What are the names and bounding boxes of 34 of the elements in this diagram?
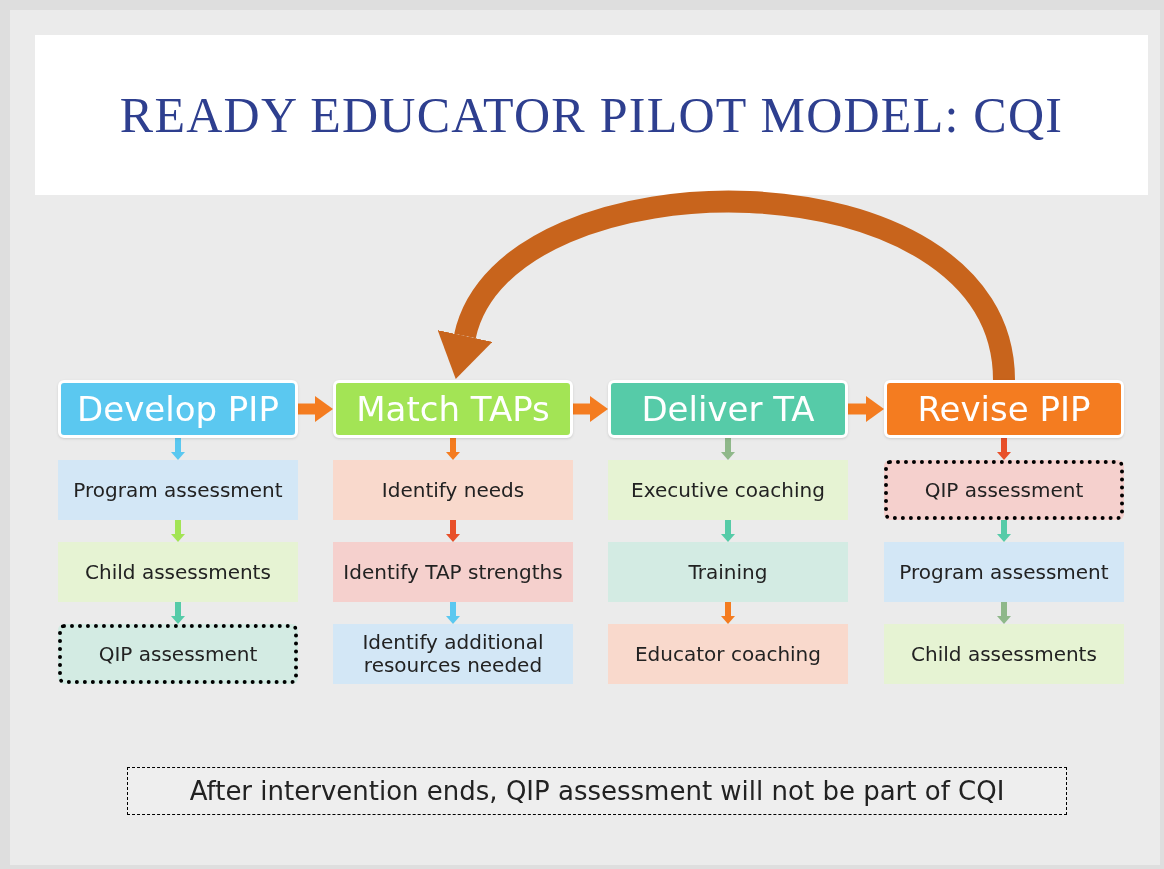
arrow — [721, 602, 735, 624]
arrow — [848, 396, 884, 422]
arrow — [446, 438, 460, 460]
arrow — [997, 520, 1011, 542]
task-box: Identify needs — [333, 460, 573, 520]
task-box: Program assessment — [884, 542, 1124, 602]
arrow — [439, 191, 1015, 382]
task-box: Training — [608, 542, 848, 602]
task-box: QIP assessment — [884, 460, 1124, 520]
step-header: Match TAPs — [333, 380, 573, 438]
arrow — [446, 602, 460, 624]
task-box: Program assessment — [58, 460, 298, 520]
arrow — [997, 602, 1011, 624]
arrow — [446, 520, 460, 542]
task-box: Child assessments — [884, 624, 1124, 684]
task-box: Identify TAP strengths — [333, 542, 573, 602]
arrow — [171, 602, 185, 624]
arrow — [171, 438, 185, 460]
slide-title: READY EDUCATOR PILOT MODEL: CQI — [119, 85, 1064, 145]
arrow — [721, 438, 735, 460]
arrow — [721, 520, 735, 542]
task-box: QIP assessment — [58, 624, 298, 684]
task-box: Executive coaching — [608, 460, 848, 520]
arrow — [997, 438, 1011, 460]
arrow — [573, 396, 608, 422]
step-header: Develop PIP — [58, 380, 298, 438]
arrow — [171, 520, 185, 542]
step-header: Deliver TA — [608, 380, 848, 438]
arrow — [298, 396, 333, 422]
task-box: Identify additional resources needed — [333, 624, 573, 684]
note-box: After intervention ends, QIP assessment will not be part of CQI — [127, 767, 1067, 815]
task-box: Educator coaching — [608, 624, 848, 684]
step-header: Revise PIP — [884, 380, 1124, 438]
task-box: Child assessments — [58, 542, 298, 602]
